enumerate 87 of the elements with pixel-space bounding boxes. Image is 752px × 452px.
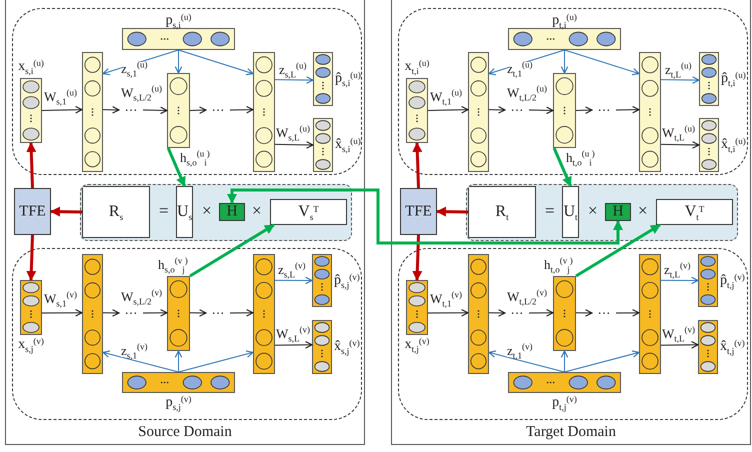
- ellipsis: ···: [598, 306, 610, 320]
- matrix-box: [656, 199, 733, 225]
- arrow: [178, 350, 254, 372]
- arrow: [142, 106, 168, 114]
- domain-title: Target Domain: [526, 425, 616, 440]
- ellipsis: ···: [510, 306, 524, 320]
- arrow: [50, 206, 82, 217]
- math-label: TFE: [405, 204, 432, 219]
- arrow: [26, 142, 36, 188]
- math-label: TFE: [19, 204, 46, 219]
- matrix-box: [468, 186, 536, 238]
- ellipsis: ···: [212, 104, 224, 116]
- arrow: [274, 76, 314, 84]
- arrow: [660, 76, 700, 84]
- operator-symbol: ×: [252, 202, 262, 219]
- arrow: [190, 106, 207, 114]
- operator-symbol: ×: [202, 202, 212, 219]
- arrow: [412, 234, 422, 281]
- arrow: [428, 106, 469, 114]
- arrow: [102, 309, 120, 317]
- arrow: [230, 309, 254, 317]
- factorization-panel: [80, 184, 352, 241]
- math-label: H: [612, 204, 624, 220]
- ellipsis: ···: [124, 104, 138, 116]
- arrow: [660, 276, 699, 284]
- math-label: R$_{s}$: [108, 204, 124, 220]
- arrow: [412, 142, 422, 188]
- domain-panel: [391, 0, 751, 445]
- math-label: H: [226, 204, 238, 220]
- matrix-box: [219, 203, 245, 221]
- arrow: [564, 50, 640, 76]
- arrow: [102, 106, 120, 114]
- matrix-box: [605, 203, 631, 221]
- matrix-box: [562, 186, 579, 238]
- math-label: R$_{t}$: [495, 204, 509, 220]
- arrow: [42, 106, 83, 114]
- ellipsis: ···: [212, 306, 224, 320]
- arrow: [174, 350, 182, 372]
- arrow: [616, 106, 640, 114]
- operator-symbol: =: [545, 202, 555, 219]
- arrow: [488, 106, 506, 114]
- arrow: [178, 50, 254, 76]
- tfe-box: [14, 188, 51, 235]
- arrow: [528, 309, 554, 317]
- domain-panel: [5, 0, 365, 445]
- arrow: [660, 341, 699, 349]
- domain-title: Source Domain: [138, 425, 232, 440]
- arrow: [274, 341, 313, 349]
- ellipsis: ···: [598, 104, 610, 116]
- arrow: [189, 224, 275, 278]
- arrow: [436, 206, 468, 217]
- arrow: [230, 106, 254, 114]
- arrow: [42, 309, 83, 317]
- arrow: [166, 147, 186, 187]
- matrix-box: [82, 186, 150, 238]
- arrow: [142, 309, 168, 317]
- factorization-panel: [466, 184, 738, 241]
- arrow: [560, 50, 568, 74]
- arrow: [575, 224, 661, 278]
- arrow: [660, 141, 700, 149]
- arrow: [488, 309, 506, 317]
- tfe-box: [400, 188, 437, 235]
- arrow: [26, 234, 36, 281]
- arrow: [428, 309, 469, 317]
- arrow: [564, 350, 640, 372]
- math-label: U$_{t}$: [563, 204, 578, 220]
- operator-symbol: ×: [638, 202, 648, 219]
- arrow: [102, 350, 179, 372]
- ellipsis: ···: [510, 104, 524, 116]
- arrow: [560, 350, 568, 372]
- arrow: [576, 106, 593, 114]
- arrow: [227, 188, 623, 244]
- math-label: U$_{s}$: [177, 204, 192, 220]
- arrow: [274, 141, 314, 149]
- arrow: [552, 147, 572, 187]
- arrow: [528, 106, 554, 114]
- arrow: [274, 276, 313, 284]
- arrow: [616, 309, 640, 317]
- ellipsis: ···: [124, 306, 138, 320]
- operator-symbol: =: [159, 202, 169, 219]
- operator-symbol: ×: [588, 202, 598, 219]
- arrow: [190, 309, 207, 317]
- matrix-box: [270, 199, 347, 225]
- matrix-box: [176, 186, 193, 238]
- arrow: [174, 50, 182, 74]
- arrow: [576, 309, 593, 317]
- arrow: [488, 350, 565, 372]
